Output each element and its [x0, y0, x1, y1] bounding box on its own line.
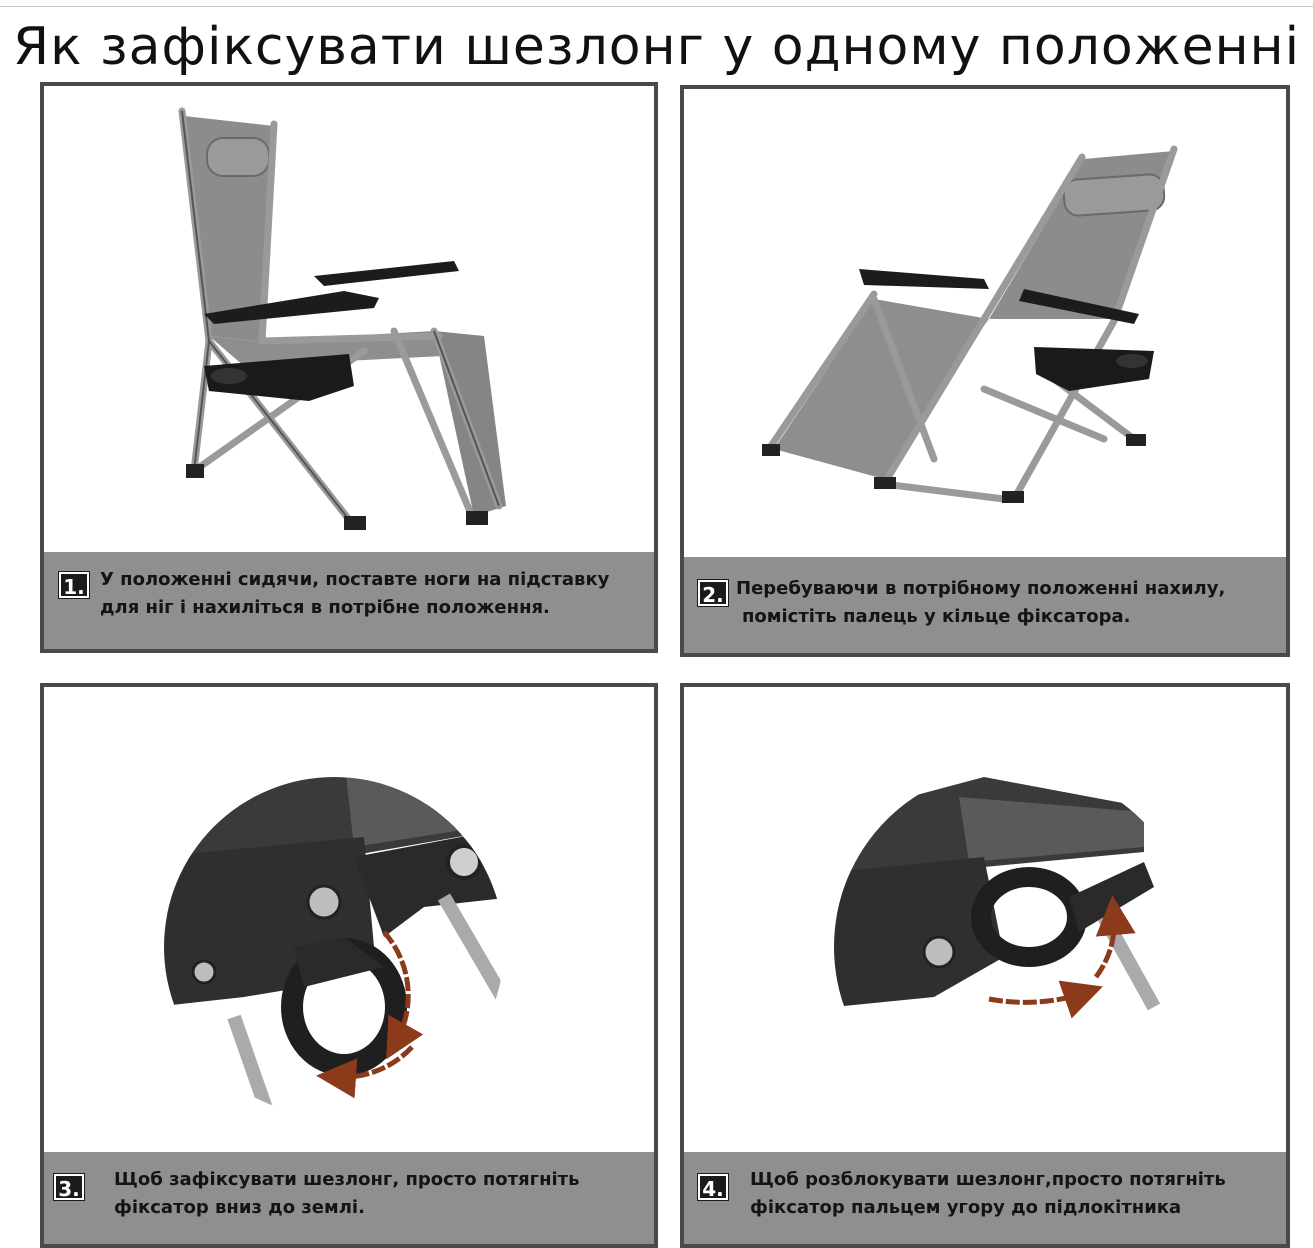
step-number-4: 4.: [697, 1173, 729, 1201]
step-2-line-2: помістіть палець у кільце фіксатора.: [742, 606, 1131, 627]
step-caption-4: 4. Щоб розблокувати шезлонг,просто потяг…: [684, 1152, 1286, 1244]
step-text-4: Щоб розблокувати шезлонг,просто потягніт…: [750, 1166, 1226, 1222]
step-panel-3: 3. Щоб зафіксувати шезлонг, просто потяг…: [40, 683, 658, 1248]
step-4-line-1: Щоб розблокувати шезлонг,просто потягніт…: [750, 1169, 1226, 1190]
step-text-2: Перебуваючи в потрібному положенні нахил…: [736, 575, 1225, 631]
step-number-2: 2.: [697, 579, 729, 607]
step-3-line-2: фіксатор вниз до землі.: [114, 1197, 365, 1218]
step-panel-2: 2. Перебуваючи в потрібному положенні на…: [680, 85, 1290, 657]
page-title: Як зафіксувати шезлонг у одному положенн…: [12, 17, 1301, 77]
lock-lever-down-closeup: [44, 687, 654, 1152]
step-4-line-2: фіксатор пальцем угору до підлокітника: [750, 1197, 1182, 1218]
step-1-line-1: У положенні сидячи, поставте ноги на під…: [100, 569, 610, 590]
step-3-line-1: Щоб зафіксувати шезлонг, просто потягніт…: [114, 1169, 580, 1190]
chair-upright-illustration: [44, 86, 654, 556]
chair-reclined-illustration: [684, 89, 1286, 557]
step-1-line-2: для ніг і нахиліться в потрібне положенн…: [100, 597, 550, 618]
step-caption-1: 1. У положенні сидячи, поставте ноги на …: [44, 552, 654, 649]
step-text-3: Щоб зафіксувати шезлонг, просто потягніт…: [114, 1166, 580, 1222]
step-2-line-1: Перебуваючи в потрібному положенні нахил…: [736, 578, 1226, 599]
step-panel-1: 1. У положенні сидячи, поставте ноги на …: [40, 82, 658, 653]
step-text-1: У положенні сидячи, поставте ноги на під…: [100, 566, 609, 622]
top-rule: [0, 6, 1313, 7]
step-caption-3: 3. Щоб зафіксувати шезлонг, просто потяг…: [44, 1152, 654, 1244]
step-number-3: 3.: [53, 1173, 85, 1201]
step-number-1: 1.: [58, 571, 90, 599]
step-caption-2: 2. Перебуваючи в потрібному положенні на…: [684, 557, 1286, 653]
lock-lever-up-closeup: [684, 687, 1286, 1152]
step-panel-4: 4. Щоб розблокувати шезлонг,просто потяг…: [680, 683, 1290, 1248]
